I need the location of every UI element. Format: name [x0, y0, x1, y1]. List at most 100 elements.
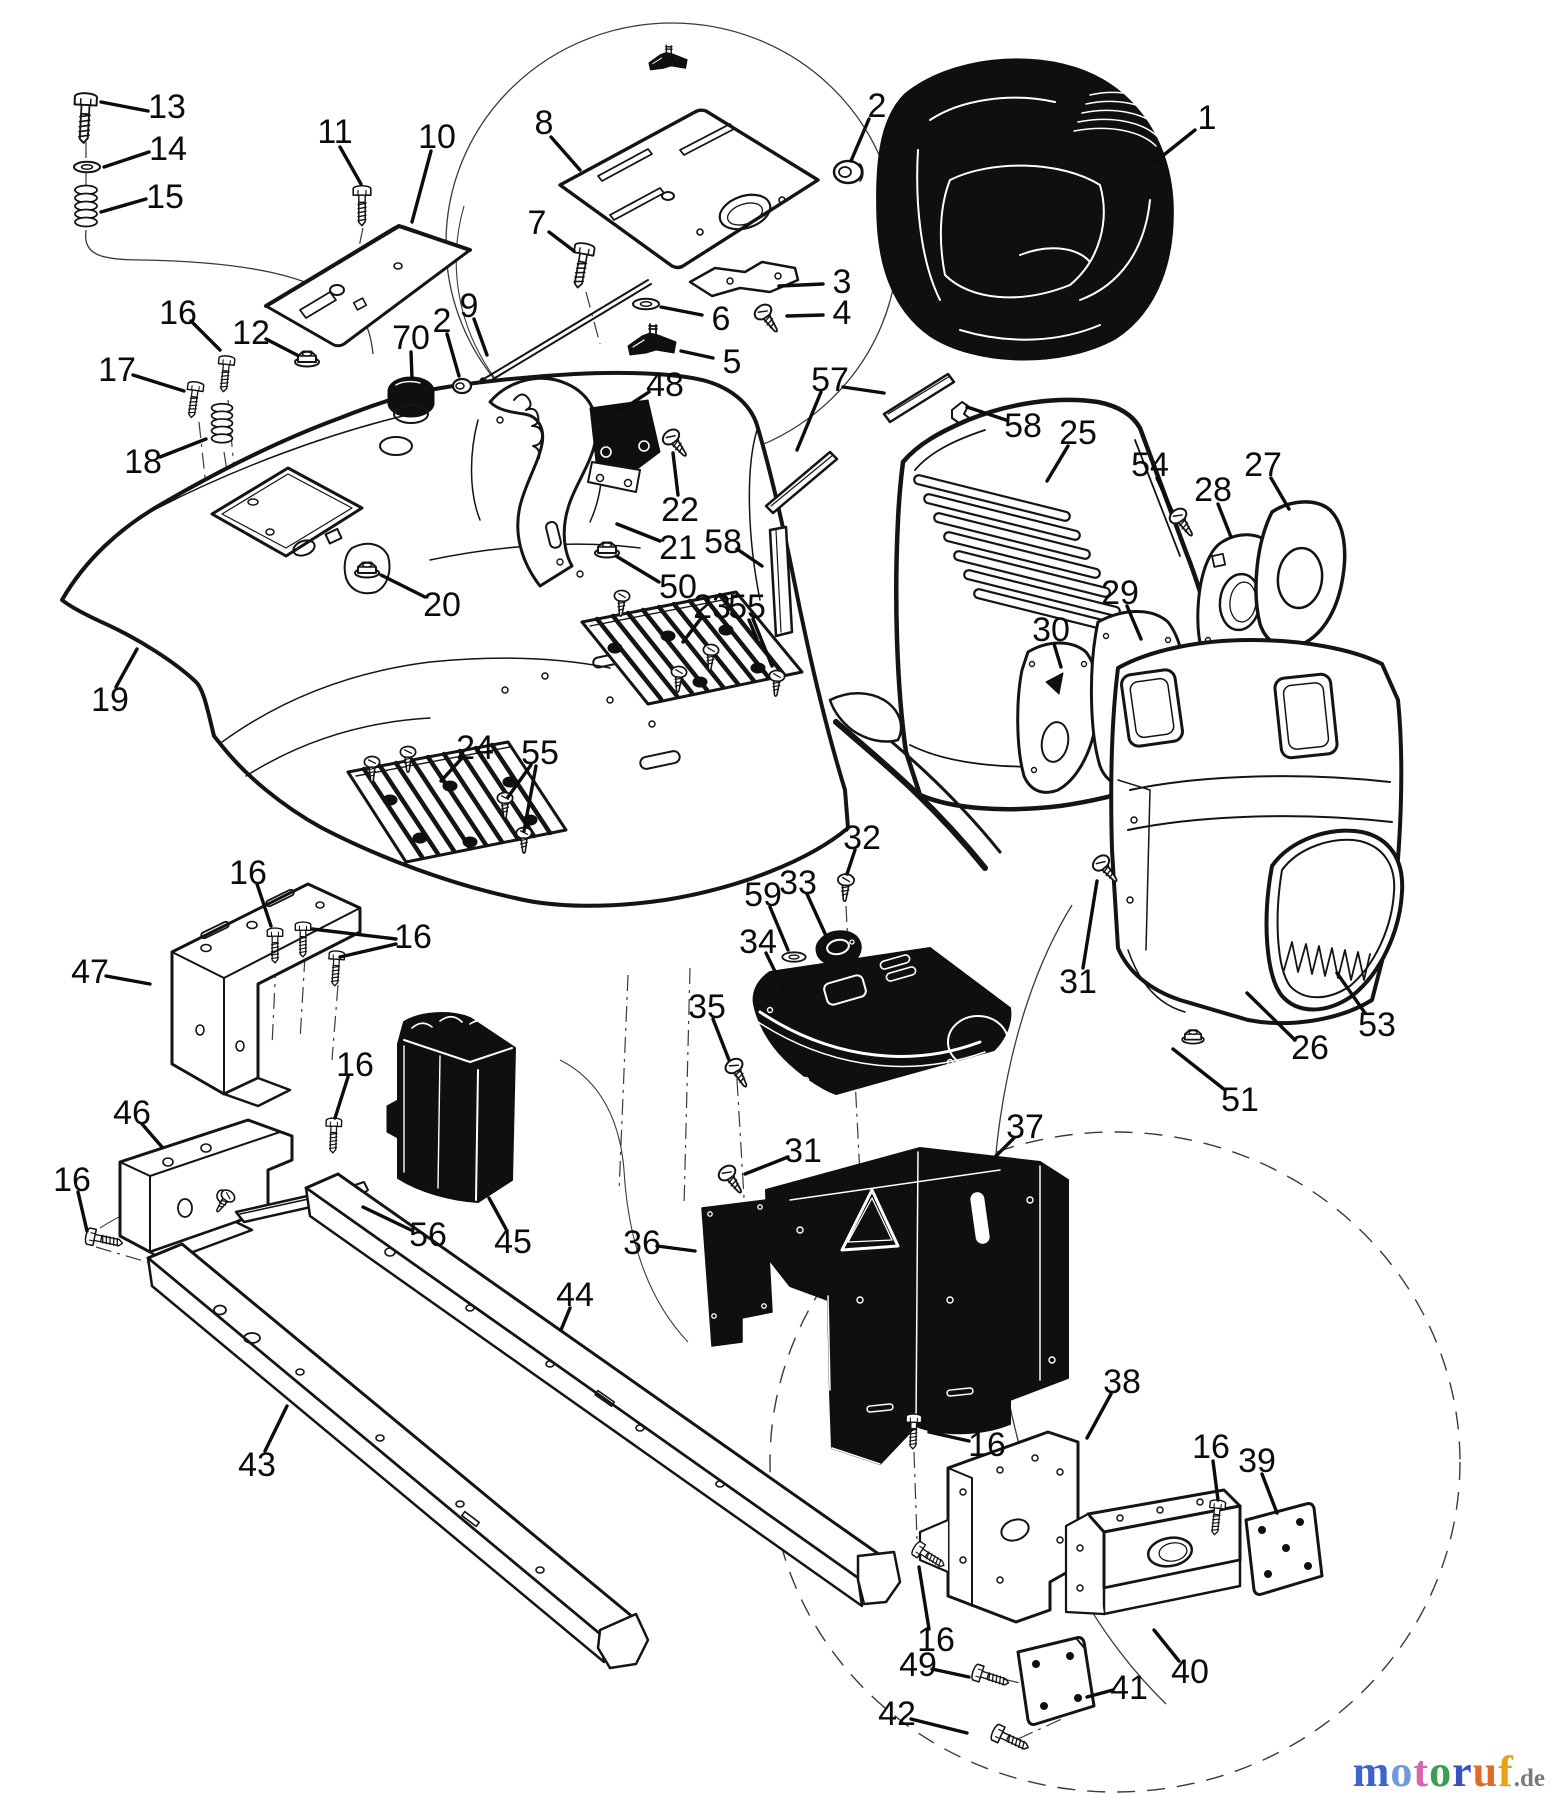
leader-line-57 — [795, 390, 823, 452]
bolt-16 — [83, 1226, 125, 1253]
upper-dash-panel — [752, 947, 1012, 1095]
callout-2: 2 — [433, 302, 452, 340]
safety-switch — [587, 399, 661, 493]
callout-56: 56 — [409, 1216, 447, 1254]
lift-rod — [479, 279, 652, 387]
leader-line-16 — [338, 942, 398, 959]
leader-line-42 — [909, 1717, 969, 1735]
callout-14: 14 — [149, 130, 187, 168]
bolt-49 — [969, 1662, 1012, 1692]
leader-line-18 — [158, 437, 208, 459]
callout-43: 43 — [238, 1446, 276, 1484]
callout-16: 16 — [53, 1161, 91, 1199]
leader-line-14 — [102, 150, 151, 169]
callout-54: 54 — [1131, 446, 1169, 484]
watermark-suffix: .de — [1513, 1765, 1545, 1792]
leader-line-29 — [1125, 604, 1143, 641]
mount-plate-39 — [1244, 1502, 1324, 1596]
leader-line-20 — [379, 573, 427, 599]
support-bracket-46 — [118, 1118, 294, 1264]
callout-55: 55 — [728, 588, 766, 626]
rod-grommet — [451, 377, 473, 395]
leader-line-70 — [409, 350, 414, 380]
callout-16: 16 — [159, 294, 197, 332]
leader-line-54 — [1155, 476, 1174, 513]
mount-plate-41 — [1016, 1636, 1096, 1726]
callout-48: 48 — [646, 366, 684, 404]
nut-51 — [1181, 1029, 1205, 1045]
leader-line-30 — [1052, 642, 1063, 669]
callout-3: 3 — [833, 263, 852, 301]
callout-12: 12 — [232, 314, 270, 352]
leader-line-43 — [263, 1404, 289, 1453]
callout-58: 58 — [704, 523, 742, 561]
leader-line-15 — [99, 197, 148, 214]
seat-bracket-3 — [688, 260, 800, 298]
trim-strips — [764, 372, 973, 638]
callout-17: 17 — [98, 351, 136, 389]
leader-line-26 — [1245, 991, 1297, 1042]
knob-5 — [627, 323, 677, 356]
leader-line-11 — [338, 145, 363, 186]
leader-line-58 — [965, 405, 1008, 422]
leader-line-22 — [671, 451, 680, 497]
leader-line-2 — [849, 117, 871, 163]
callout-7: 7 — [528, 204, 547, 242]
watermark-letter: r — [1452, 1747, 1473, 1796]
artwork — [60, 22, 1461, 1793]
leader-line-3 — [777, 282, 825, 288]
leader-line-28 — [1216, 502, 1233, 539]
footrest-pad-23 — [580, 590, 804, 706]
callout-9: 9 — [460, 287, 479, 325]
callout-23: 23 — [693, 588, 731, 626]
leader-line-13 — [99, 100, 150, 113]
callout-38: 38 — [1103, 1363, 1141, 1401]
callout-32: 32 — [843, 819, 881, 857]
leader-line-41 — [1085, 1688, 1115, 1699]
leader-line-58 — [735, 547, 764, 568]
callout-11: 11 — [317, 113, 352, 151]
callout-31: 31 — [784, 1132, 822, 1170]
fender-body — [60, 370, 850, 908]
callout-26: 26 — [1291, 1029, 1329, 1067]
leader-line-19 — [114, 647, 139, 689]
watermark-logo: motoruf.de — [1353, 1750, 1545, 1794]
leader-line-7 — [547, 230, 576, 253]
callout-31: 31 — [1059, 963, 1097, 1001]
callout-37: 37 — [1006, 1108, 1044, 1146]
callout-13: 13 — [148, 88, 186, 126]
frame-rail-43 — [146, 1242, 650, 1670]
callout-16: 16 — [394, 918, 432, 956]
leader-line-16 — [255, 882, 273, 928]
leader-line-57 — [841, 385, 886, 395]
bolt-42 — [988, 1722, 1033, 1757]
leader-line-9 — [472, 317, 489, 357]
callout-70: 70 — [392, 319, 430, 357]
hood-vents — [913, 474, 1131, 636]
screw-35 — [721, 1054, 755, 1093]
callout-41: 41 — [1110, 1669, 1148, 1707]
screw-4 — [750, 300, 785, 338]
leader-line-1 — [1148, 128, 1197, 168]
leader-line-24 — [439, 755, 465, 783]
knob-installed — [648, 44, 688, 71]
bolt-16 — [324, 1117, 343, 1154]
callout-2: 2 — [868, 87, 887, 125]
leader-line-46 — [140, 1122, 164, 1149]
footrest-pad-24 — [346, 740, 568, 864]
screw-32 — [835, 872, 856, 903]
leader-line-31 — [743, 1155, 790, 1176]
leader-line-51 — [1171, 1047, 1227, 1092]
leader-line-59 — [768, 905, 790, 952]
screw-11 — [352, 184, 372, 227]
leader-line-47 — [104, 974, 152, 986]
callout-4: 4 — [833, 294, 852, 332]
leader-line-16 — [333, 1075, 350, 1120]
washer-14 — [73, 160, 101, 174]
leader-line-21 — [615, 522, 662, 543]
watermark-letter: u — [1472, 1747, 1499, 1796]
callout-5: 5 — [723, 343, 742, 381]
leader-line-38 — [1085, 1392, 1113, 1440]
